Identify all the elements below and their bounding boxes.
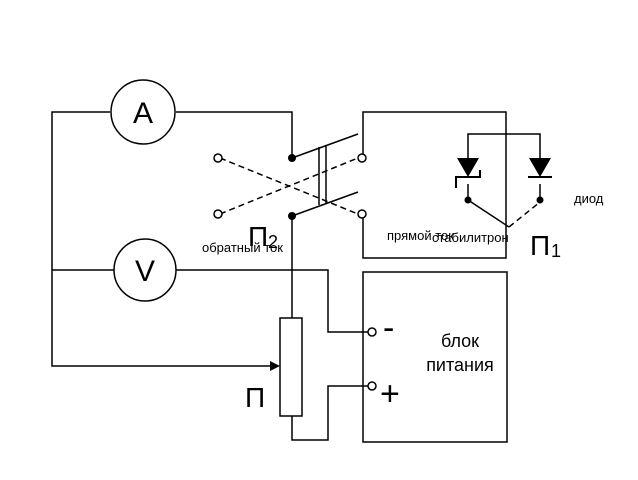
voltmeter	[113, 238, 177, 302]
wire-diode-bus-right	[506, 133, 541, 158]
wiper-arrow	[270, 361, 280, 371]
minus-sign: -	[383, 309, 394, 347]
switch-p2-label: П	[248, 221, 268, 252]
terminal-minus	[367, 327, 377, 337]
terminal-left-bottom	[213, 209, 223, 219]
terminal-plus	[367, 381, 377, 391]
potentiometer	[279, 317, 303, 417]
zener-label: стабилитрон	[432, 230, 509, 245]
switch-blade-top	[291, 133, 359, 159]
wire-top-left	[51, 111, 278, 367]
switch-dash-cross-b	[219, 157, 359, 215]
potentiometer-label: П	[245, 382, 265, 413]
switch-pivot-bottom	[288, 212, 296, 220]
ammeter-label: A	[133, 97, 153, 130]
wire-right-top	[362, 111, 507, 259]
ammeter	[110, 79, 176, 145]
voltmeter-label: V	[135, 255, 155, 288]
p1-contact-zener	[464, 196, 472, 204]
power-supply-line2: питания	[426, 355, 494, 375]
diode-switch-dash	[508, 201, 541, 228]
diode	[528, 158, 552, 178]
forward-current-label: прямой ток	[387, 228, 454, 243]
wire-diode-bus	[467, 133, 506, 158]
switch-p2-subscript: 2	[268, 232, 278, 252]
diode-label: диод	[574, 191, 604, 206]
switch-pivot-top	[288, 154, 296, 162]
plus-sign: +	[380, 375, 400, 413]
terminal-right-bottom	[357, 209, 367, 219]
terminal-left-top	[213, 153, 223, 163]
switch-p1-blade	[467, 199, 510, 228]
zener-diode	[455, 158, 481, 188]
wire-pot-bottom	[291, 385, 368, 441]
wire-voltmeter-right	[176, 269, 368, 333]
wire-top-right	[176, 111, 293, 158]
switch-p1-label: П	[530, 230, 550, 261]
p1-contact-diode	[536, 196, 544, 204]
power-supply-box	[362, 271, 508, 443]
terminal-right-top	[357, 153, 367, 163]
switch-blade-bottom	[291, 191, 359, 217]
power-supply-line1: блок	[441, 331, 479, 351]
switch-p1-subscript: 1	[551, 241, 561, 261]
reverse-current-label: обратный ток	[202, 240, 283, 255]
